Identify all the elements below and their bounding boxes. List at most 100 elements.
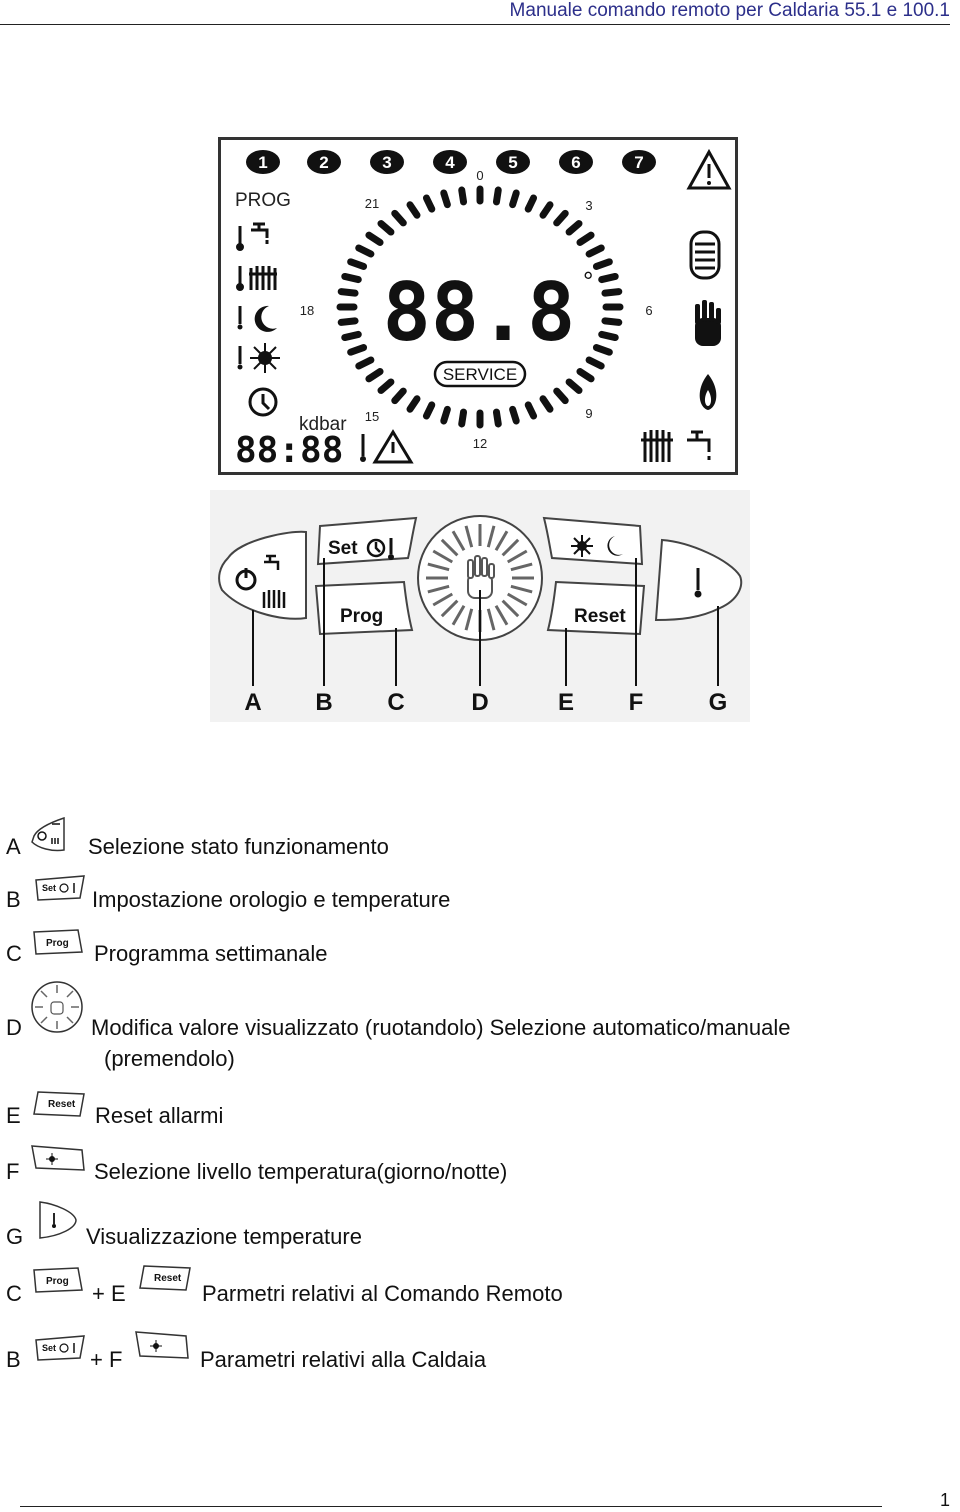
knob-ray [440,599,459,618]
radiator-temp-icon [236,266,277,291]
legend-text: Modifica valore visualizzato (ruotandolo… [91,1015,791,1040]
service-frame [433,360,527,388]
dial-segment [598,272,619,284]
knob-ray [427,584,450,594]
legend-text: Programma settimanale [94,941,328,966]
svg-text:4: 4 [445,153,455,172]
prog-button-icon: Prog [33,929,83,955]
dial-label-9: 9 [585,406,592,421]
button-e-reset: Reset [546,580,646,636]
dial-segment [524,401,538,420]
knob-ray [510,584,533,594]
thermometer-icon [694,568,702,598]
dial-segment [458,186,468,206]
svg-text:Set: Set [42,883,56,893]
program-number-3: 3 [370,150,404,174]
knob-ray [501,538,520,557]
day-night-button-icon [31,1145,85,1171]
thermometer-icon [360,434,366,462]
callout-g: G [709,689,728,716]
warning-icon [686,148,732,190]
dial-segment [539,395,554,413]
knob-ray [486,525,496,548]
tap-icon [687,430,711,460]
dial-segment [422,194,436,213]
service-warning-icon [372,429,414,464]
dial-segment [355,356,375,370]
knob-ray [451,530,466,552]
dial-segment [592,258,613,270]
temperature-button-icon [39,1201,77,1239]
legend-letter: F [6,1159,20,1184]
set-button-icon: Set [35,875,85,901]
sun-icon [571,535,593,557]
dial-label-21: 21 [365,196,379,211]
prog-label: Prog [340,606,383,627]
combo-plus: + E [92,1281,126,1306]
dial-segment [553,209,569,227]
clock-icon [248,387,278,417]
set-label: Set [328,538,358,559]
degree-symbol: ° [583,266,593,296]
knob-d [417,515,543,641]
radiator-icon [641,430,673,462]
reset-button-icon: Reset [33,1091,85,1117]
dial-label-0: 0 [476,168,483,183]
dial-segment [592,344,613,356]
page-header: Manuale comando remoto per Caldaria 55.1… [0,0,950,25]
combo-letter: C [6,1281,22,1306]
dial-segment [492,408,502,428]
dial-segment [341,272,362,284]
dial-segment [440,189,451,209]
combo-text: Parmetri relativi al Comando Remoto [202,1281,563,1306]
keypad-illustration: Set Prog Reset [210,490,750,722]
dial-segment [576,368,595,383]
reset-label: Reset [574,606,626,627]
main-digits: 88.8 [383,266,576,359]
button-f-day-night [542,516,644,566]
dial-segment [553,387,569,405]
knob-ray [486,608,496,631]
knob-ray [464,608,474,631]
knob-icon [31,981,83,1033]
dial-segment [601,317,623,326]
svg-text:Prog: Prog [46,938,69,949]
knob-ray [440,538,459,557]
legend-letter: G [6,1224,24,1249]
dial-segment [539,201,554,219]
dial-segment [601,288,623,297]
dial-segment [585,244,605,258]
dial-segment [365,368,384,383]
dial-label-3: 3 [585,198,592,213]
dial-label-12: 12 [473,436,487,451]
dial-segment [347,258,368,270]
svg-text:2: 2 [319,153,328,172]
callout-f: F [629,689,644,716]
program-number-2: 2 [307,150,341,174]
dial-segment [391,209,407,227]
clock-digits: 88:88 [235,430,343,471]
legend-letter: B [6,887,21,912]
svg-text:3: 3 [382,153,391,172]
combo-plus: + F [90,1347,123,1372]
dial-segment [585,356,605,370]
button-c-prog: Prog [314,580,414,636]
temperature-dial-ring [336,185,624,429]
button-b-set: Set [316,516,418,566]
tap-icon [264,554,280,570]
radiator-icon [262,590,286,608]
set-button-icon: Set [35,1335,85,1361]
dial-segment [509,189,520,209]
svg-text:Prog: Prog [46,1276,69,1287]
legend-text-continued: (premendolo) [104,1046,235,1071]
svg-text:6: 6 [571,153,580,172]
knob-ray [432,549,454,564]
combo-letter: B [6,1347,21,1372]
dial-label-18: 18 [300,303,314,318]
service-label: SERVICE [443,365,517,384]
program-number-4: 4 [433,150,467,174]
dial-segment [337,317,359,326]
dial-segment [377,220,395,236]
dial-label-15: 15 [365,409,379,424]
svg-text:5: 5 [508,153,517,172]
